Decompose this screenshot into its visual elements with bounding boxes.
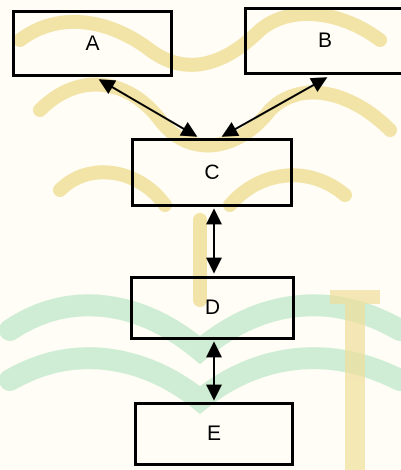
node-a: A (12, 10, 173, 77)
node-a-label: A (85, 31, 100, 55)
node-e: E (134, 402, 294, 466)
node-d: D (130, 276, 295, 340)
node-e-label: E (206, 422, 221, 445)
node-c: C (131, 138, 293, 207)
node-b-label: B (317, 29, 332, 52)
node-c-label: C (204, 160, 220, 184)
node-b: B (244, 7, 401, 75)
node-d-label: D (204, 296, 221, 319)
